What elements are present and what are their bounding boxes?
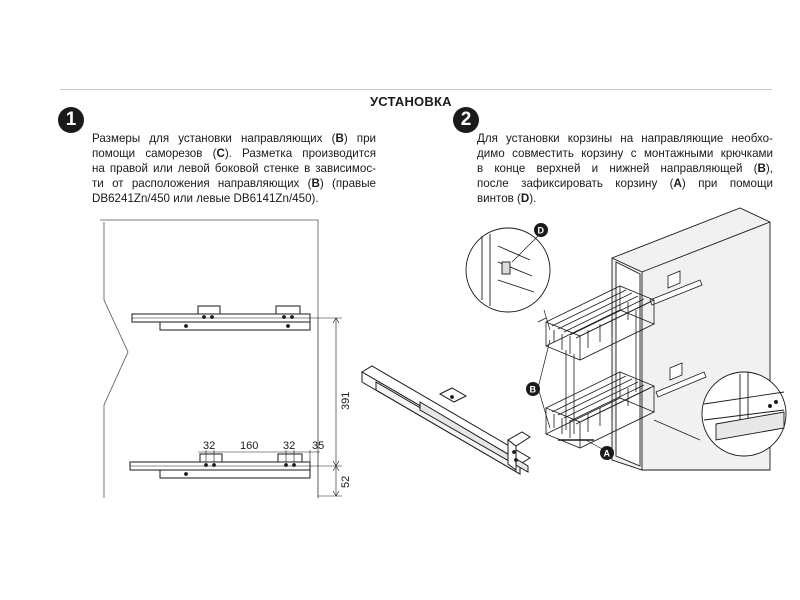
- reference-letter: B: [335, 132, 344, 145]
- callout-a: A: [600, 446, 614, 460]
- reference-letter: D: [520, 192, 530, 205]
- instruction-text: после зафиксировать корзину (: [477, 177, 674, 190]
- step-2-instructions: Для установки корзины на направляющие не…: [477, 131, 773, 206]
- dim-32-left: 32: [203, 440, 215, 452]
- callout-b-label: B: [530, 385, 537, 395]
- instruction-line: в конце верхней и нижней направляющей (B…: [477, 161, 773, 176]
- instruction-text: ) (правые: [319, 177, 376, 190]
- reference-letter: C: [216, 147, 225, 160]
- reference-letter: A: [673, 177, 682, 190]
- instruction-line: винтов (D).: [477, 191, 773, 206]
- instruction-line: Для установки корзины на направляющие не…: [477, 131, 773, 146]
- instruction-text: DB6241Zn/450 или левые DB6141Zn/450).: [92, 192, 319, 205]
- instruction-line: помощи саморезов (C). Разметка производи…: [92, 146, 376, 161]
- dim-160: 160: [240, 440, 258, 452]
- instruction-text: ),: [765, 162, 773, 175]
- side-panel-outline: [100, 219, 319, 498]
- page-title: УСТАНОВКА: [370, 94, 452, 109]
- dimension-lines: [198, 317, 342, 497]
- cabinet-rails: [649, 270, 707, 398]
- instruction-line: на правой или левой боковой стенке в зав…: [92, 161, 376, 176]
- instruction-line: Размеры для установки направляющих (B) п…: [92, 131, 376, 146]
- rail-isometric: [361, 365, 531, 475]
- instruction-text: ).: [529, 192, 537, 205]
- upper-rail: [131, 305, 311, 331]
- instruction-text: Для установки корзины на направляющие не…: [477, 132, 773, 145]
- dim-35: 35: [312, 440, 324, 452]
- instruction-line: после зафиксировать корзину (A) при помо…: [477, 176, 773, 191]
- dim-391: 391: [340, 392, 352, 410]
- lower-rail: [129, 453, 311, 479]
- dim-52: 52: [340, 476, 352, 488]
- instruction-text: на правой или левой боковой стенке в зав…: [92, 162, 376, 175]
- instruction-text: помощи саморезов (: [92, 147, 217, 160]
- instruction-text: ). Разметка производится: [224, 147, 376, 160]
- instruction-line: ти от расположения направляющих (B) (пра…: [92, 176, 376, 191]
- callout-d-label: D: [538, 226, 545, 236]
- detail-view-hook: [653, 371, 787, 457]
- dim-32-right: 32: [283, 440, 295, 452]
- instruction-text: ти от расположения направляющих (: [92, 177, 312, 190]
- step-1-instructions: Размеры для установки направляющих (B) п…: [92, 131, 376, 206]
- step-1-badge: 1: [58, 107, 84, 133]
- step-2-badge: 2: [453, 107, 479, 133]
- wire-basket: [545, 285, 655, 449]
- reference-letter: B: [311, 177, 320, 190]
- instruction-text: Размеры для установки направляющих (: [92, 132, 336, 145]
- instruction-text: ) при помощи: [681, 177, 773, 190]
- header-rule: [60, 89, 772, 90]
- instruction-text: в конце верхней и нижней направляющей (: [477, 162, 758, 175]
- callout-leaders: [511, 233, 605, 451]
- instruction-line: димо совместить корзину с монтажными крю…: [477, 146, 773, 161]
- detail-view-screws: [465, 227, 551, 331]
- instruction-text: винтов (: [477, 192, 521, 205]
- callout-b: B: [526, 382, 540, 396]
- reference-letter: B: [757, 162, 766, 175]
- instruction-text: димо совместить корзину с монтажными крю…: [477, 147, 773, 160]
- instruction-line: DB6241Zn/450 или левые DB6141Zn/450).: [92, 191, 376, 206]
- instruction-text: ) при: [343, 132, 376, 145]
- callout-d: D: [534, 223, 548, 237]
- callout-a-label: A: [604, 449, 611, 459]
